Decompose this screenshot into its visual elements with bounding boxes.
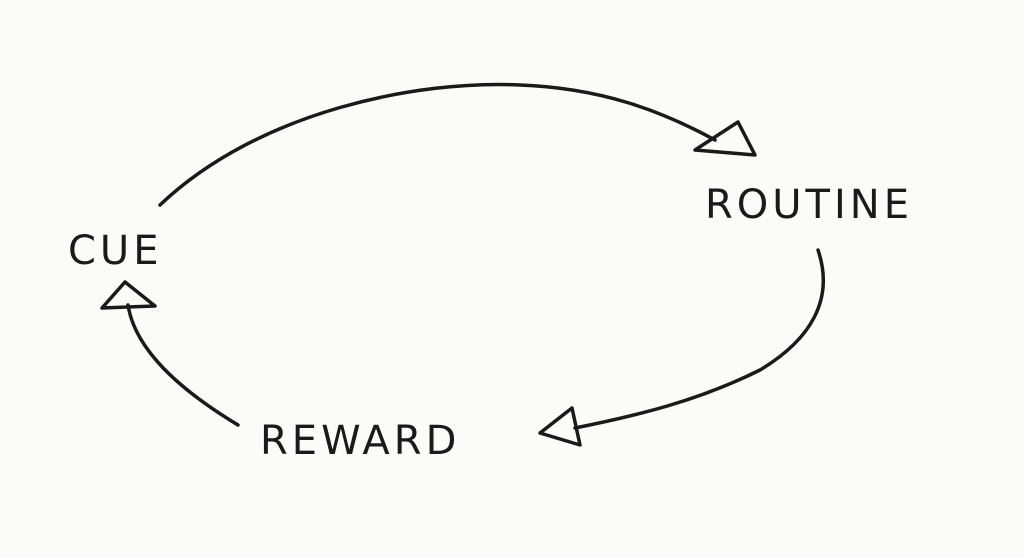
arrowhead-routine (693, 120, 757, 157)
arrowhead-reward (538, 406, 582, 447)
arrow-reward-to-cue (126, 303, 240, 427)
node-routine: ROUTINE (705, 182, 913, 228)
arrow-cue-to-routine (158, 82, 717, 207)
arrow-routine-to-reward (573, 248, 826, 430)
arrowhead-cue (100, 280, 157, 310)
node-cue: CUE (68, 228, 163, 274)
node-reward: REWARD (260, 418, 461, 464)
